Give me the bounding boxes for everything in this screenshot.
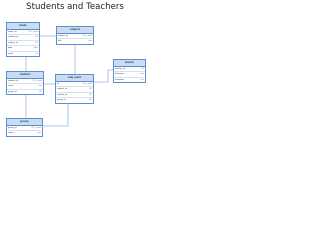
field-type: PK_serial: [31, 127, 41, 129]
field-name: subject_id: [57, 88, 67, 91]
table-groups[interactable]: groups group_id PK_serial name text: [6, 118, 43, 137]
field-name: group_id: [57, 99, 66, 102]
table-row: id PK_serial: [56, 82, 93, 88]
table-row: firstname text: [114, 72, 145, 78]
table-row: date date: [7, 46, 39, 52]
table-row: group_id FK: [7, 90, 43, 94]
link-subj-teach-teacher: [94, 69, 113, 83]
field-type: PK_serial: [32, 80, 42, 82]
table-row: subject_id PK_serial: [57, 34, 93, 40]
field-name: title: [58, 40, 62, 43]
field-name: lastname: [115, 78, 124, 81]
table-row: subject_id FK: [7, 41, 39, 47]
table-row: student_id PK_serial: [7, 79, 43, 85]
field-name: firstname: [115, 73, 124, 76]
field-name: id: [57, 83, 59, 85]
field-type: FK: [89, 93, 92, 96]
table-row: name text: [7, 84, 43, 90]
field-type: FK: [35, 41, 38, 44]
field-type: PK_serial: [82, 35, 92, 37]
field-name: teacher_id: [57, 93, 68, 96]
table-teacher[interactable]: teacher teacher_id PK firstname text lastn…: [113, 59, 146, 84]
field-type: PK_serial: [28, 31, 38, 33]
field-type: FK: [39, 90, 42, 93]
table-students[interactable]: students student_id PK_serial name text gr…: [6, 71, 44, 96]
table-header: teacher: [114, 60, 145, 67]
field-name: name: [8, 132, 14, 135]
field-type: FK: [35, 36, 38, 39]
table-row: teacher_id PK: [114, 67, 145, 73]
field-name: group_id: [8, 90, 17, 93]
field-name: subject_id: [58, 35, 68, 37]
field-name: name_id: [8, 31, 17, 33]
table-row: mark int: [7, 52, 39, 56]
table-row: lastname text: [114, 78, 145, 82]
table-row: name text: [7, 131, 42, 135]
field-name: name: [8, 85, 14, 88]
field-name: mark: [8, 52, 13, 55]
field-type: FK: [89, 99, 92, 102]
field-name: student_id: [8, 36, 19, 39]
field-name: subject_id: [8, 41, 18, 44]
relationship-lines: [25, 35, 113, 127]
table-header: students: [7, 72, 43, 79]
field-name: date: [8, 47, 13, 50]
field-type: text: [88, 40, 92, 43]
diagram-title: Students and Teachers: [26, 2, 124, 12]
table-row: group_id FK: [56, 98, 93, 102]
table-header: subj_teach: [56, 75, 93, 82]
table-subjects[interactable]: subjects subject_id PK_serial title text: [56, 26, 94, 45]
field-type: date: [33, 47, 38, 50]
field-type: text: [140, 78, 144, 81]
field-type: text: [140, 73, 144, 76]
table-row: group_id PK_serial: [7, 126, 42, 132]
field-type: PK_serial: [82, 83, 92, 85]
field-name: group_id: [8, 127, 17, 129]
field-name: teacher_id: [115, 68, 126, 70]
table-row: name_id PK_serial: [7, 30, 39, 36]
table-header: subjects: [57, 27, 93, 34]
field-type: int: [35, 52, 38, 55]
field-type: PK: [141, 68, 144, 70]
field-name: student_id: [8, 80, 19, 82]
field-type: FK: [89, 88, 92, 91]
table-row: title text: [57, 39, 93, 43]
table-header: marks: [7, 23, 39, 30]
link-groups-subj-teach: [43, 96, 69, 127]
field-type: text: [37, 132, 41, 135]
table-header: groups: [7, 119, 42, 126]
field-type: text: [38, 85, 42, 88]
